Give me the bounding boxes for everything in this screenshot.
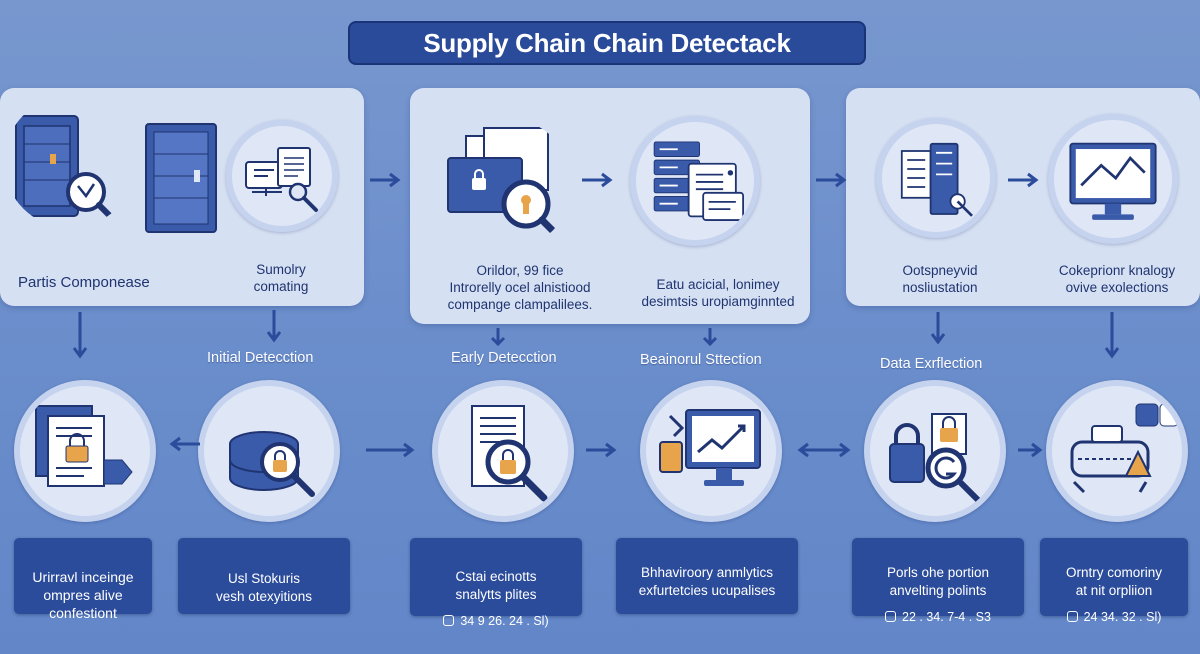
description-box-3-meta-text: 34 9 26. 24 . Sl) [460, 614, 549, 628]
stage-label-data: Data Exrflection [880, 356, 983, 372]
arrow-down-3 [490, 326, 506, 348]
document-magnifier-icon [226, 120, 338, 232]
description-box-3: Cstai ecinotts snalytts plites 34 9 26. … [410, 538, 582, 628]
description-box-3-text: Cstai ecinotts snalytts plites [455, 569, 537, 602]
description-box-5-meta: 22 . 34. 7-4 . S3 [852, 608, 1024, 626]
top-panel-1: Partis Componease Sumolry comating [0, 88, 364, 306]
hand-monitor-chart-icon [640, 380, 782, 522]
panel-3-label-b: Cokeprionr knalogy ovive exolections [1058, 263, 1176, 295]
arrow-right-7 [1016, 442, 1044, 458]
description-box-2-text: Usl Stokuris vesh otexyitions [215, 571, 313, 604]
description-box-6-text: Orntry comoriny at nit orpliion [1065, 565, 1163, 598]
top-panel-3: Ootspneyvid nosliustation Cokeprionr kna… [846, 88, 1200, 306]
arrow-right-5 [364, 442, 416, 458]
arrow-right-3 [814, 172, 848, 188]
description-box-2: Usl Stokuris vesh otexyitions [178, 538, 350, 614]
arrow-right-6 [584, 442, 618, 458]
panel-1-label-a: Partis Componease [18, 274, 150, 291]
description-box-4-text: Bhhaviroory anmlytics exfurtetcies ucupa… [638, 565, 776, 598]
arrow-left-1 [168, 436, 202, 452]
panel-1-label-b: Sumolry comating [253, 262, 309, 294]
arrow-right-4 [1006, 172, 1040, 188]
server-rack-icon [630, 116, 760, 246]
arrow-right-1 [368, 172, 402, 188]
document-lock-search-icon [432, 380, 574, 522]
stage-label-early: Early Detecction [451, 350, 557, 366]
arrow-down-2 [266, 308, 282, 344]
arrow-down-5 [930, 310, 946, 346]
database-lock-icon [198, 380, 340, 522]
description-box-1: Urirravl inceinge ompres alive confestio… [14, 538, 152, 621]
server-cabinet-icon [4, 96, 136, 228]
description-box-6-meta: 24 34. 32 . Sl) [1040, 608, 1188, 626]
description-box-6-meta-text: 24 34. 32 . Sl) [1083, 610, 1162, 624]
description-box-1-text: Urirravl inceinge ompres alive confestio… [32, 569, 134, 621]
machine-alert-icon [1046, 380, 1188, 522]
description-box-6: Orntry comoriny at nit orpliion 24 34. 3… [1040, 538, 1188, 624]
stage-label-initial: Initial Detecction [207, 350, 314, 366]
stage-label-behavioral: Beainorul Sttection [640, 352, 762, 368]
panel-2-label-a: Orildor, 99 fice Introrelly ocel alnisti… [447, 263, 593, 312]
panel-2-label-b: Eatu acicial, lonimey desimtsis uropiamg… [641, 277, 795, 309]
laptop-lock-icon [440, 118, 572, 250]
description-box-5-text: Porls ohe portion anvelting polints [886, 565, 990, 598]
server-connector-icon [876, 118, 996, 238]
file-lock-icon [14, 380, 156, 522]
check-icon [885, 611, 897, 622]
line-chart-monitor-icon [1048, 114, 1178, 244]
arrow-both-1 [796, 442, 852, 458]
check-icon [1066, 611, 1078, 622]
arrow-right-2 [580, 172, 614, 188]
arrow-down-4 [702, 326, 718, 348]
description-box-5-meta-text: 22 . 34. 7-4 . S3 [902, 610, 991, 624]
description-box-5: Porls ohe portion anvelting polints 22 .… [852, 538, 1024, 624]
description-box-3-meta: 34 9 26. 24 . Sl) [410, 612, 582, 630]
panel-3-label-a: Ootspneyvid nosliustation [902, 263, 978, 295]
camera-icon [443, 615, 455, 626]
arrow-down-1 [72, 310, 88, 360]
arrow-down-6 [1104, 310, 1120, 360]
padlock-search-icon [864, 380, 1006, 522]
server-cabinet-2-icon [140, 118, 230, 238]
top-panel-2: Orildor, 99 fice Introrelly ocel alnisti… [410, 88, 810, 324]
page-title: Supply Chain Chain Detectack [348, 21, 866, 65]
description-box-4: Bhhaviroory anmlytics exfurtetcies ucupa… [616, 538, 798, 614]
